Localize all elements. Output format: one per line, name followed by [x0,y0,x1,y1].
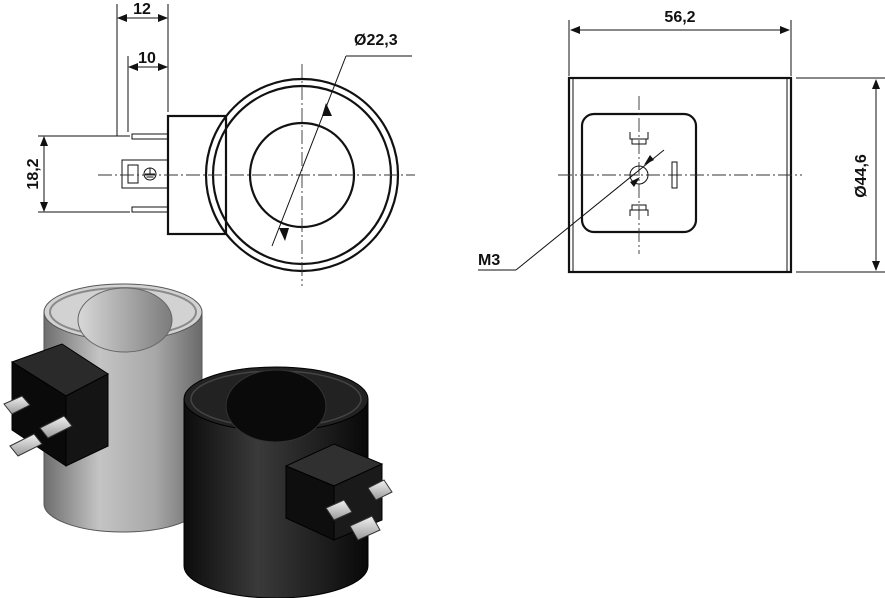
screw-hole [629,165,649,185]
pin-middle [121,159,169,189]
side-view [478,20,885,274]
pin-tab [127,164,139,184]
terminal-ground [671,161,678,189]
dimension-10-label: 10 [138,50,156,67]
gray-coil-pin-right [39,415,73,439]
black-coil-connector [285,465,335,541]
terminal-bottom [629,204,649,216]
m3-leader [515,149,665,271]
bore-dimension-line [271,55,347,247]
bore-diameter-label: Ø22,3 [354,32,398,49]
dimension-18-2-label: 18,2 [25,158,42,189]
screw-thread-label: M3 [478,252,500,269]
terminal-top [629,132,649,145]
black-coil-pin-top [367,479,393,501]
pin-bottom [131,206,169,213]
gray-coil-pin-left [9,433,43,457]
gray-coil-render [3,283,203,533]
gray-coil-pin-top [3,395,31,415]
outer-diameter-label: Ø44,6 [853,154,870,198]
ground-icon [143,167,157,181]
gray-coil-bore [77,287,173,353]
dimension-12-label: 12 [133,1,151,18]
black-coil-render [183,366,393,598]
black-coil-pin-bottom [349,515,381,541]
pin-top [131,133,169,140]
black-coil-bore [225,369,327,443]
front-view [38,4,415,286]
dimension-56-2-label: 56,2 [664,9,695,26]
